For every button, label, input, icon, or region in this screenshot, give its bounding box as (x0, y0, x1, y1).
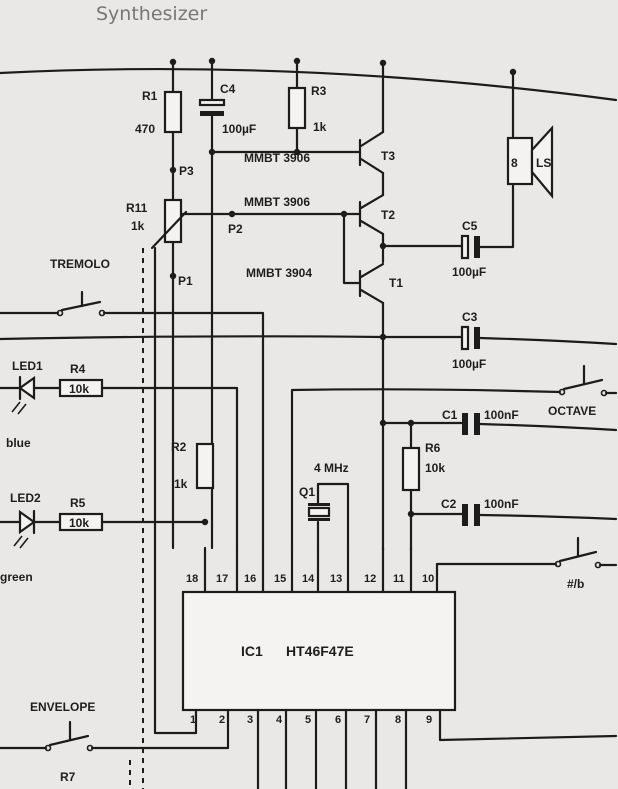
c5-value: 100µF (452, 265, 486, 279)
capacitor-c5 (381, 182, 515, 260)
pin-3: 3 (247, 714, 253, 726)
led1-color: blue (6, 436, 31, 450)
c3-label: C3 (462, 310, 478, 324)
pin-4: 4 (276, 714, 283, 726)
r2-label: R2 (171, 440, 187, 454)
r1-label: R1 (142, 89, 158, 103)
led2-color: green (0, 570, 33, 584)
c1-label: C1 (442, 408, 458, 422)
capacitor-c4 (198, 59, 226, 154)
t1-label: T1 (389, 276, 403, 290)
speaker-label: LS (536, 156, 551, 170)
capacitor-c2 (462, 504, 618, 526)
pin-17: 17 (216, 573, 228, 585)
resistor-r3 (287, 59, 307, 154)
pin-9: 9 (426, 714, 432, 726)
r7-label: R7 (60, 770, 76, 784)
r5-value: 10k (69, 516, 89, 530)
t3-label: T3 (381, 149, 395, 163)
pin-8: 8 (395, 714, 401, 726)
r6-value: 10k (425, 461, 445, 475)
loudspeaker-ls (506, 70, 554, 200)
pin-14: 14 (302, 573, 315, 585)
c1-value: 100nF (484, 408, 519, 422)
q1-value: 4 MHz (314, 461, 349, 475)
pin-12: 12 (364, 573, 376, 585)
capacitor-c3 (460, 325, 618, 351)
pin-15: 15 (274, 573, 286, 585)
led2-label: LED2 (10, 491, 41, 505)
r1-value: 470 (135, 122, 155, 136)
ic1-label: IC1 (241, 643, 263, 659)
resistor-r1 (163, 60, 183, 172)
switch-sharp-flat-label: #/b (567, 577, 584, 591)
pin-11: 11 (393, 573, 405, 585)
p2-label: P2 (228, 222, 243, 236)
t2-part: MMBT 3906 (244, 195, 310, 209)
crystal-q1 (307, 482, 350, 550)
c3-value: 100µF (452, 357, 486, 371)
c5-label: C5 (462, 219, 478, 233)
c2-value: 100nF (484, 497, 519, 511)
pin-1: 1 (190, 714, 196, 726)
r11-value: 1k (131, 219, 145, 233)
q1-label: Q1 (299, 485, 315, 499)
pin-13: 13 (330, 573, 342, 585)
capacitor-c1 (462, 413, 618, 435)
r11-label: R11 (126, 201, 148, 215)
pin-5: 5 (305, 714, 311, 726)
p3-label: P3 (179, 164, 194, 178)
switch-octave-label: OCTAVE (548, 404, 596, 418)
led2 (0, 509, 62, 549)
r4-label: R4 (70, 362, 86, 376)
r6-label: R6 (425, 441, 441, 455)
r2-value: 1k (174, 477, 188, 491)
pin-16: 16 (244, 573, 256, 585)
r4-value: 10k (69, 382, 89, 396)
switch-envelope-label: ENVELOPE (30, 700, 95, 714)
led1 (0, 375, 62, 415)
speaker-impedance: 8 (511, 156, 518, 170)
potentiometer-r11 (150, 198, 188, 278)
led1-label: LED1 (12, 359, 43, 373)
transistor-t3 (358, 61, 385, 197)
transistor-t2 (358, 193, 385, 264)
transistor-t1 (358, 262, 385, 552)
p1-label: P1 (178, 274, 193, 288)
c4-label: C4 (220, 82, 236, 96)
pin-10: 10 (422, 573, 434, 585)
page-title: Synthesizer (96, 3, 207, 25)
ic1-body (181, 590, 457, 712)
pin-7: 7 (364, 714, 370, 726)
switch-tremolo-label: TREMOLO (50, 257, 110, 271)
resistor-r6 (401, 421, 421, 552)
c2-label: C2 (441, 497, 457, 511)
r3-label: R3 (311, 84, 327, 98)
t3-part: MMBT 3906 (244, 151, 310, 165)
r5-label: R5 (70, 496, 86, 510)
supply-rail (0, 67, 618, 102)
ic1-part: HT46F47E (286, 643, 354, 659)
t2-label: T2 (381, 208, 395, 222)
resistor-r2 (195, 442, 215, 490)
t1-part: MMBT 3904 (246, 266, 312, 280)
pin-6: 6 (335, 714, 341, 726)
pin-2: 2 (219, 714, 225, 726)
c4-value: 100µF (222, 122, 256, 136)
pin-18: 18 (186, 573, 198, 585)
r3-value: 1k (313, 120, 327, 134)
